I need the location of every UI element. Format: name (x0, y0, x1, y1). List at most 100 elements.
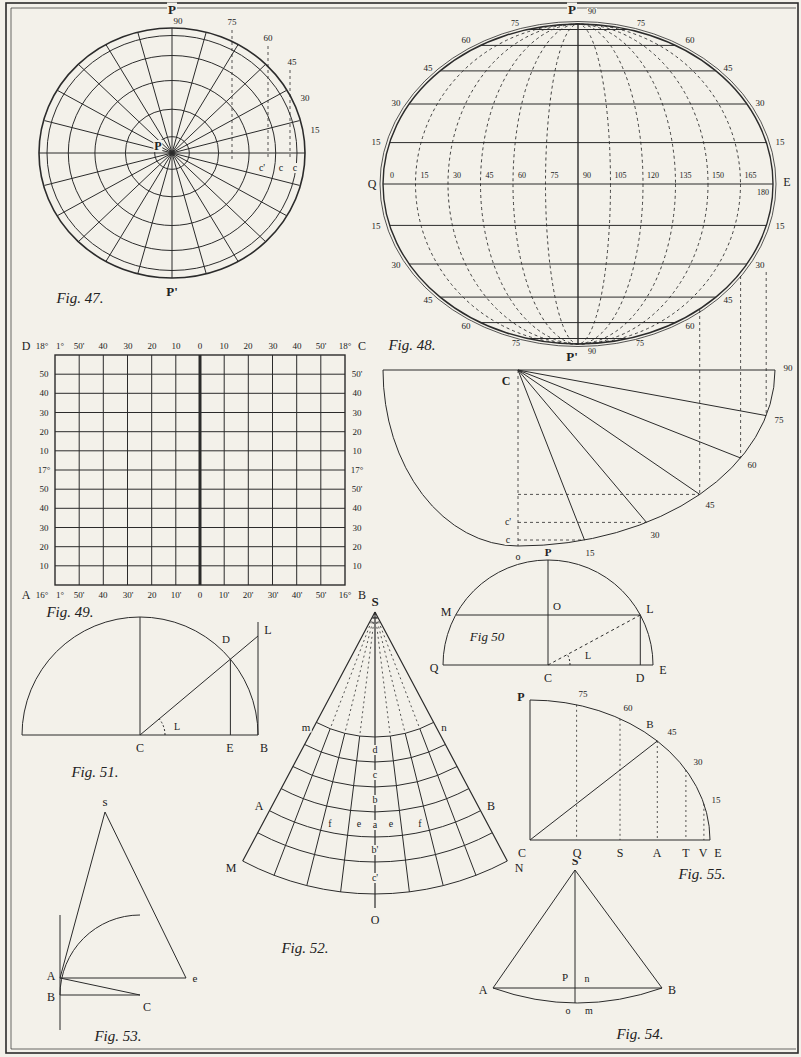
figure-label: c' (504, 517, 512, 527)
figure-label: V (698, 847, 709, 859)
figure-label: a (372, 820, 378, 830)
figure-label: 15 (310, 126, 321, 135)
figure-label: P (567, 3, 577, 16)
figure-label: 30 (39, 409, 50, 418)
figure-label: 120 (646, 172, 660, 180)
figure-label: 60 (461, 322, 472, 331)
figure-label: E (782, 176, 791, 188)
figure-label: 60 (461, 36, 472, 45)
figure-label: f (327, 819, 332, 829)
figure-label: 60 (685, 322, 696, 331)
figure-label: 40 (98, 342, 109, 351)
figure-label: 45 (723, 64, 734, 73)
figure-label: c (372, 770, 378, 780)
figure-label: s (101, 795, 108, 808)
figure-label: 40 (352, 389, 363, 398)
figure-label: 75 (227, 18, 238, 27)
figure-caption: Fig. 49. (45, 605, 94, 620)
figure-label: f (417, 819, 422, 829)
figure-label: n (440, 722, 448, 733)
figure-label: N (514, 862, 525, 874)
figure-label: 75 (510, 20, 520, 28)
figure-label: L (173, 722, 181, 732)
figure-label: 15 (775, 222, 786, 231)
figure-label: 60 (263, 34, 274, 43)
figure-label: 45 (423, 64, 434, 73)
figure-label: L (584, 651, 592, 661)
figure-label: 90 (783, 364, 794, 373)
figure-label: D (21, 340, 32, 352)
figure-label: 75 (578, 690, 589, 699)
figure-label: 50' (351, 485, 364, 494)
figure-label: E (658, 664, 667, 676)
fig55-quadrant (530, 700, 710, 840)
figure-label: 10 (171, 342, 182, 351)
figure-label: P (544, 547, 553, 558)
figure-label: S (370, 595, 379, 608)
fig53-construction (60, 812, 186, 1030)
figure-label: P (153, 140, 162, 152)
figure-label: 30 (650, 531, 661, 540)
figure-label: C (135, 742, 145, 754)
figure-label: 90 (173, 17, 184, 26)
figure-label: 0 (197, 591, 204, 600)
figure-label: 165 (744, 172, 758, 180)
figure-label: P (561, 972, 569, 983)
figure-label: 40 (292, 342, 303, 351)
figure-caption: Fig. 52. (280, 941, 329, 956)
figure-label: 30 (352, 409, 363, 418)
figure-label: e (356, 819, 362, 829)
figure-label: 40 (352, 504, 363, 513)
plate-frame (6, 3, 798, 1053)
figure-label: m (584, 1006, 594, 1016)
figure-label: 40 (39, 504, 50, 513)
figure-label: 30 (693, 758, 704, 767)
figure-label: 50' (351, 370, 364, 379)
figure-label: 40' (291, 591, 304, 600)
figure-label: 1° (55, 342, 65, 351)
figure-caption: Fig. 53. (93, 1029, 142, 1044)
fig48-construction (383, 370, 775, 546)
figure-label: Q (429, 662, 440, 674)
figure-label: 20 (39, 543, 50, 552)
figure-label: D (635, 672, 646, 684)
figure-label: 30 (452, 172, 462, 180)
figure-label: B (357, 589, 367, 601)
figure-label: c (292, 163, 298, 173)
figure-label: B (46, 991, 56, 1003)
figure-label: 15 (371, 138, 382, 147)
figure-label: A (46, 970, 57, 982)
figure-label: 18° (338, 342, 353, 351)
figure-label: C (543, 672, 553, 684)
figure-label: 50' (73, 591, 86, 600)
figure-label: 10 (352, 562, 363, 571)
figure-label: E (225, 742, 234, 754)
fig47-polar-projection (39, 28, 305, 278)
figure-label: C (517, 847, 527, 859)
figure-caption: Fig. 48. (387, 338, 436, 353)
figure-label: b' (371, 845, 380, 855)
figure-label: 30' (267, 591, 280, 600)
figure-label: Q (367, 178, 378, 190)
figure-label: 30 (39, 524, 50, 533)
figure-label: B (645, 719, 654, 730)
fig48-globular-projection (380, 22, 776, 495)
figure-label: 1° (55, 591, 65, 600)
figure-label: S (616, 847, 625, 859)
figure-label: 10' (170, 591, 183, 600)
figure-caption: Fig. 47. (55, 291, 104, 306)
figure-label: 16° (35, 591, 50, 600)
figure-label: 20 (147, 342, 158, 351)
figure-label: 30 (391, 99, 402, 108)
figure-label: 75 (550, 172, 560, 180)
figure-label: 30' (122, 591, 135, 600)
figure-label: 90 (587, 348, 597, 356)
figure-caption: Fig 50 (469, 630, 505, 643)
figure-label: A (254, 800, 265, 812)
fig49-grid (55, 355, 345, 585)
figure-label: 40 (98, 591, 109, 600)
figure-label: 60 (685, 36, 696, 45)
figure-label: 20 (352, 428, 363, 437)
figure-label: 50' (315, 591, 328, 600)
